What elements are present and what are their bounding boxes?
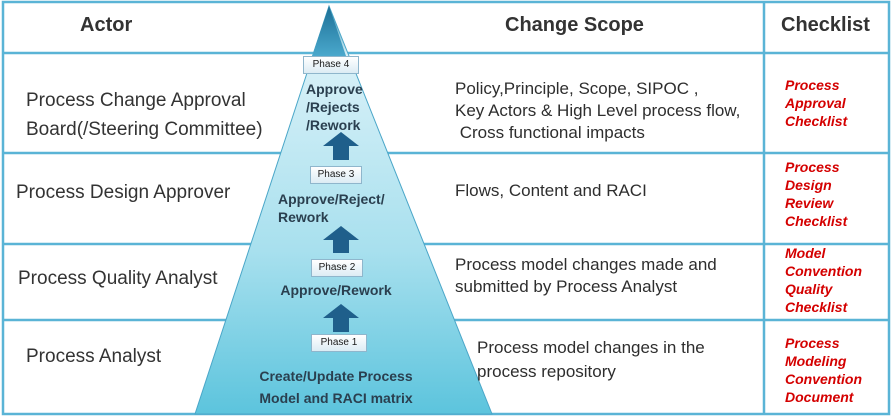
actor-line: Process Change Approval [26,90,246,111]
checklist-phase-3: Process Design Review Checklist [785,158,847,230]
checklist-line: Quality [785,281,833,297]
scope-line: Process model changes in the [477,338,705,357]
scope-phase-1: Process model changes in the process rep… [477,336,705,384]
checklist-line: Checklist [785,299,848,315]
checklist-line: Process [785,159,840,175]
pyramid [194,4,493,415]
actor-phase-4: Process Change Approval Board(/Steering … [26,86,263,144]
action-line: Approve/Rework [280,282,392,298]
scope-line: Flows, Content and RACI [455,181,647,200]
checklist-line: Review [785,195,834,211]
checklist-line: Approval [785,95,846,111]
action-phase-4: Approve /Rejects /Rework [290,80,380,134]
header-change-scope: Change Scope [505,14,644,36]
up-arrow-icon [323,226,359,253]
header-checklist: Checklist [781,14,870,36]
checklist-line: Design [785,177,832,193]
phase-4-badge: Phase 4 [303,56,359,74]
scope-phase-3: Flows, Content and RACI [455,180,647,202]
up-arrow-icon [323,304,359,332]
action-phase-2: Approve/Rework [262,281,410,299]
scope-line: Key Actors & High Level process flow, [455,101,741,120]
action-line: Approve/Reject/ [278,191,385,207]
action-line: Rework [278,209,329,225]
scope-line: Process model changes made and [455,255,717,274]
action-line: Approve [306,81,363,97]
scope-phase-4: Policy,Principle, Scope, SIPOC , Key Act… [455,78,740,144]
checklist-line: Convention [785,371,862,387]
scope-phase-2: Process model changes made and submitted… [455,254,717,298]
header-actor: Actor [80,14,133,36]
checklist-line: Process [785,77,840,93]
scope-line: submitted by Process Analyst [455,277,678,296]
checklist-phase-1: Process Modeling Convention Document [785,334,862,406]
actor-line: Process Design Approver [16,182,231,203]
scope-line: Cross functional impacts [455,123,645,142]
action-line: Model and RACI matrix [259,390,413,406]
action-line: /Rejects [306,99,360,115]
checklist-line: Convention [785,263,862,279]
phase-2-badge: Phase 2 [311,259,363,277]
checklist-line: Checklist [785,113,848,129]
checklist-line: Model [785,245,826,261]
checklist-line: Modeling [785,353,847,369]
checklist-line: Document [785,389,854,405]
actor-line: Process Quality Analyst [18,268,218,289]
checklist-line: Checklist [785,213,848,229]
checklist-phase-2: Model Convention Quality Checklist [785,244,862,316]
phase-3-badge: Phase 3 [310,166,362,184]
checklist-phase-4: Process Approval Checklist [785,76,847,130]
actor-phase-3: Process Design Approver [16,178,230,207]
checklist-line: Process [785,335,840,351]
action-line: Create/Update Process [259,368,413,384]
scope-line: process repository [477,362,616,381]
action-phase-3: Approve/Reject/ Rework [268,190,402,226]
actor-line: Board(/Steering Committee) [26,119,263,140]
actor-phase-2: Process Quality Analyst [18,264,218,293]
phase-1-badge: Phase 1 [311,334,367,352]
actor-line: Process Analyst [26,346,162,367]
action-phase-1: Create/Update Process Model and RACI mat… [236,365,436,409]
phase-arrows [323,132,359,332]
actor-phase-1: Process Analyst [26,342,161,371]
action-line: /Rework [306,117,361,133]
scope-line: Policy,Principle, Scope, SIPOC , [455,79,699,98]
pyramid-tip [312,6,346,56]
up-arrow-icon [323,132,359,160]
